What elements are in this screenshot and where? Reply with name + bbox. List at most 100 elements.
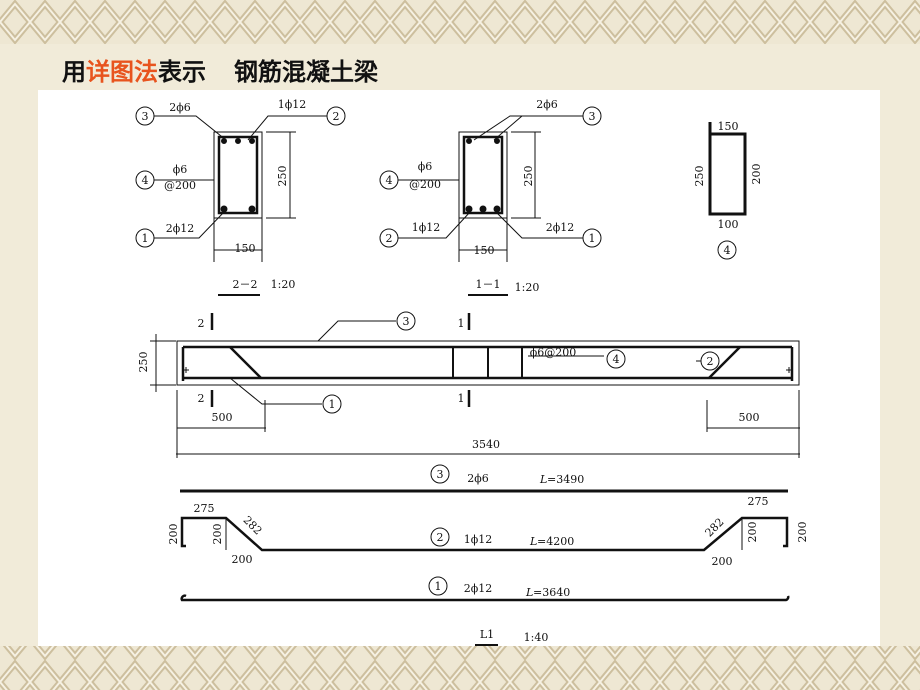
title-part3: 钢筋混凝土梁	[234, 58, 378, 86]
height-dim: 250	[276, 166, 289, 187]
marker-4	[135, 170, 155, 190]
marker-3-label: 3	[142, 110, 149, 123]
marker-1	[322, 394, 342, 414]
beam-elevation	[150, 313, 800, 458]
rebar-dot	[248, 205, 256, 213]
stirrup	[462, 135, 504, 215]
section-scale: 1:20	[515, 281, 540, 294]
bar-2-length: =4200	[537, 535, 574, 548]
rebar-dot	[235, 138, 241, 144]
bottom-bars-label: 2ϕ12	[166, 222, 195, 235]
stirrup-right-dim: 200	[750, 164, 763, 185]
rebar-dot	[493, 205, 501, 213]
stirrup-spacing-label: ϕ6@200	[530, 346, 577, 359]
width-dim: 150	[474, 244, 495, 257]
spacing-label: @200	[164, 179, 196, 192]
marker-4	[606, 349, 626, 369]
bar-2-right-bottom: 200	[712, 555, 733, 568]
section-outline	[458, 131, 508, 219]
stirrup-label: ϕ6	[418, 160, 433, 173]
bar-2-right-rise: 200	[796, 522, 809, 543]
marker-2-label: 2	[386, 232, 393, 245]
marker-2	[379, 228, 399, 248]
bar-2-left-top: 275	[194, 502, 215, 515]
title-part2: 表示	[158, 58, 206, 86]
marker-2-label: 2	[707, 355, 714, 368]
bar-2-left-rise: 200	[211, 524, 224, 545]
rebar-dot	[220, 205, 228, 213]
beam-outline	[176, 340, 800, 386]
marker-1	[582, 228, 602, 248]
section-scale: 1:20	[271, 278, 296, 291]
marker-4-label: 4	[724, 244, 731, 257]
bar-3-marker-label: 3	[437, 468, 444, 481]
marker-2	[700, 351, 720, 371]
rebar-dot	[466, 138, 472, 144]
bar-2-dims	[225, 518, 743, 550]
bar-1-length-var: L	[525, 586, 533, 599]
cut-1-bottom: 1	[458, 392, 465, 405]
bent-bar-left	[229, 346, 262, 379]
marker-3	[582, 106, 602, 126]
top-bars-label: 2ϕ6	[536, 98, 558, 111]
bar-2-left-bottom: 200	[232, 553, 253, 566]
bar-2-shape	[180, 516, 789, 552]
bar-2-left-hook: 200	[167, 524, 180, 545]
section-2-2-markers	[135, 106, 346, 248]
cut-2-bottom: 2	[198, 392, 205, 405]
bar-2-spec: 1ϕ12	[464, 533, 493, 546]
bar-2-right-hook: 200	[746, 522, 759, 543]
cut-2-top: 2	[198, 317, 205, 330]
drawing-scale: 1:40	[524, 631, 549, 644]
stirrup-left-dim: 250	[693, 166, 706, 187]
marker-1-label: 1	[142, 232, 149, 245]
section-1-1-markers	[379, 106, 602, 248]
marker-1	[135, 228, 155, 248]
section-caption: 2－2	[233, 278, 258, 291]
marker-3-label: 3	[403, 315, 410, 328]
spacing-label: @200	[409, 178, 441, 191]
cut-1-top: 1	[458, 317, 465, 330]
beam-height-dim: 250	[137, 352, 150, 373]
marker-2	[326, 106, 346, 126]
stirrup-detail	[708, 122, 747, 260]
drawing-caption: L1	[480, 628, 494, 641]
stirrup	[217, 135, 259, 215]
marker-2-label: 2	[333, 110, 340, 123]
width-dim: 150	[235, 242, 256, 255]
bar-3-length: =3490	[547, 473, 584, 486]
bar-1-marker-label: 1	[435, 580, 442, 593]
bar-1-length: =3640	[533, 586, 570, 599]
top-bars-label: 2ϕ6	[169, 101, 191, 114]
title-highlight: 详图法	[86, 58, 158, 86]
marker-4-label: 4	[142, 174, 149, 187]
total-length-dim: 3540	[472, 438, 500, 451]
rebar-dot	[479, 205, 487, 213]
bar-2-marker	[430, 527, 450, 547]
bar-3-spec: 2ϕ6	[467, 472, 489, 485]
bar-1-shape	[180, 594, 790, 602]
stirrup-label: ϕ6	[173, 163, 188, 176]
bottom-left-label: 1ϕ12	[412, 221, 441, 234]
stirrup-top-dim: 150	[718, 120, 739, 133]
stirrup-bottom-dim: 100	[718, 218, 739, 231]
bar-1-marker	[428, 576, 448, 596]
marker-1-label: 1	[329, 398, 336, 411]
top-right-label: 1ϕ12	[278, 98, 307, 111]
page-title: 用详图法表示钢筋混凝土梁	[62, 52, 378, 87]
rebar-dot	[249, 138, 255, 144]
title-part1: 用	[62, 58, 86, 86]
bar-3-marker	[430, 464, 450, 484]
bar-1-spec: 2ϕ12	[464, 582, 493, 595]
marker-3-label: 3	[589, 110, 596, 123]
marker-4-label: 4	[386, 174, 393, 187]
bar-2-length-var: L	[529, 535, 537, 548]
marker-4	[379, 170, 399, 190]
rebar-dot	[465, 205, 473, 213]
section-2-2	[154, 115, 345, 296]
elevation-markers	[322, 311, 720, 414]
left-500-dim: 500	[212, 411, 233, 424]
section-1-1	[398, 115, 584, 296]
